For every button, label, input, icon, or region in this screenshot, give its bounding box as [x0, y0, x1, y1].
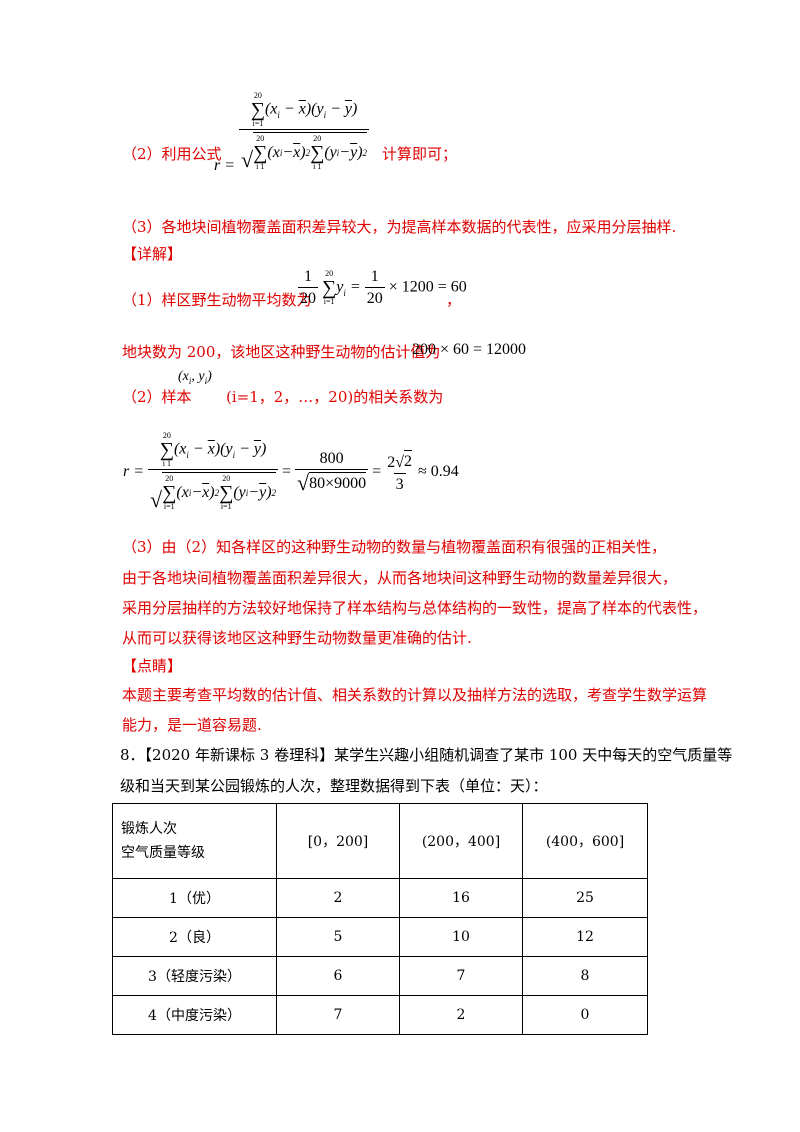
part-3-line-2: 由于各地块间植物覆盖面积差异很大，从而各地块间这种野生动物的数量差异很大，	[122, 569, 678, 587]
part-3-line-1: （3）由（2）知各样区的这种野生动物的数量与植物覆盖面积有很强的正相关性，	[122, 538, 667, 556]
air-quality-table: 锻炼人次 空气质量等级 [0，200] (200，400] (400，600] …	[112, 803, 648, 1035]
table-header-row: 锻炼人次 空气质量等级 [0，200] (200，400] (400，600]	[112, 803, 648, 879]
row-label: 2（良）	[112, 917, 277, 957]
hint-2-suffix: 计算即可；	[382, 145, 458, 163]
corr-result: ≈ 0.94	[417, 463, 459, 480]
hint-3: （3）各地块间植物覆盖面积差异较大，为提高样本数据的代表性，应采用分层抽样.	[122, 218, 677, 236]
part-2-suffix: (i=1，2，…，20)的相关系数为	[226, 388, 444, 406]
table-cell: 12	[522, 917, 648, 957]
column-header: (200，400]	[399, 803, 523, 879]
table-row: 2（良） 5 10 12	[112, 917, 648, 957]
hint-2-prefix: （2）利用公式	[122, 145, 222, 163]
part-1-prefix: （1）样区野生动物平均数为	[122, 291, 312, 309]
table-corner-cell: 锻炼人次 空气质量等级	[112, 803, 277, 879]
detail-title: 【详解】	[122, 245, 183, 263]
corr-numerator: 800	[319, 449, 344, 467]
part-3-line-3: 采用分层抽样的方法较好地保持了样本结构与总体结构的一致性，提高了样本的代表性，	[122, 599, 708, 617]
table-row: 1（优） 2 16 25	[112, 878, 648, 918]
table-row: 3（轻度污染） 6 7 8	[112, 956, 648, 996]
table-row: 4（中度污染） 7 2 0	[112, 995, 648, 1035]
mean-result: × 1200 = 60	[388, 278, 467, 296]
corner-bottom-label: 空气质量等级	[121, 845, 205, 861]
table-cell: 0	[522, 995, 648, 1035]
table-cell: 8	[522, 956, 648, 996]
table-cell: 2	[276, 878, 400, 918]
question-8-line-2: 级和当天到某公园锻炼的人次，整理数据得到下表（单位：天）：	[120, 777, 548, 795]
part-2-prefix: （2）样本	[122, 388, 192, 406]
row-label: 3（轻度污染）	[112, 956, 277, 996]
comment-title: 【点睛】	[122, 657, 183, 675]
sample-pair: (xi, yi)	[178, 369, 212, 386]
table-cell: 6	[276, 956, 400, 996]
comment-line-2: 能力，是一道容易题.	[122, 716, 262, 734]
row-label: 4（中度污染）	[112, 995, 277, 1035]
row-label: 1（优）	[112, 878, 277, 918]
table-cell: 7	[276, 995, 400, 1035]
part-1-estimate-text: 地块数为 200，该地区这种野生动物的估计值为	[122, 343, 441, 361]
table-cell: 16	[399, 878, 523, 918]
corr-denominator: 80×9000	[309, 471, 367, 494]
column-header: [0，200]	[276, 803, 400, 879]
table-cell: 5	[276, 917, 400, 957]
question-8-line-1: 8．【2020 年新课标 3 卷理科】某学生兴趣小组随机调查了某市 100 天中…	[120, 746, 733, 764]
table-cell: 25	[522, 878, 648, 918]
table-cell: 2	[399, 995, 523, 1035]
column-header: (400，600]	[522, 803, 648, 879]
part-3-line-4: 从而可以获得该地区这种野生动物数量更准确的估计.	[122, 629, 472, 647]
part-1-comma: ，	[446, 291, 462, 309]
comment-line-1: 本题主要考查平均数的估计值、相关系数的计算以及抽样方法的选取，考查学生数学运算	[122, 686, 708, 704]
corner-top-label: 锻炼人次	[121, 821, 177, 837]
table-cell: 7	[399, 956, 523, 996]
table-cell: 10	[399, 917, 523, 957]
part-1-estimate-eq: 200 × 60 = 12000	[412, 341, 527, 358]
